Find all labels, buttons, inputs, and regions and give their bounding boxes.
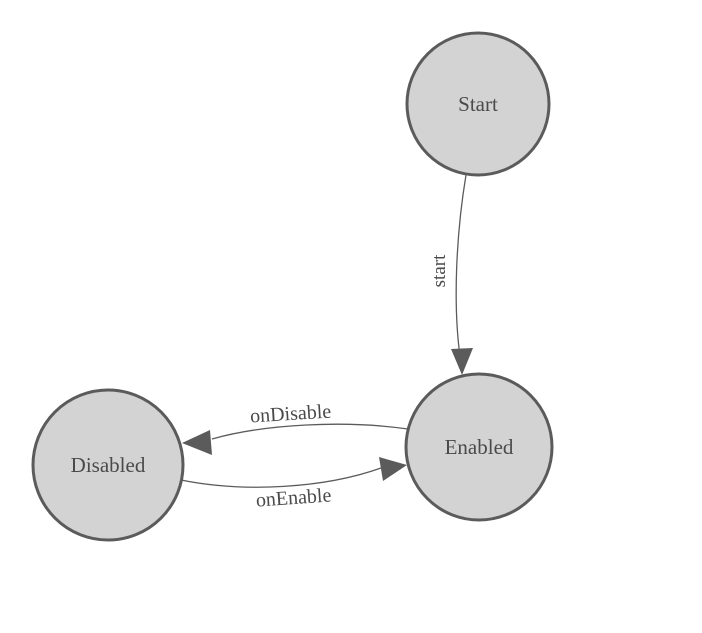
edge-label-start: start xyxy=(429,254,450,287)
disabled-node-label: Disabled xyxy=(71,453,146,477)
start-node-label: Start xyxy=(458,92,498,116)
edge-start-to-enabled-line xyxy=(455,174,467,357)
state-node-disabled: Disabled xyxy=(31,388,185,542)
start-node-circle xyxy=(405,31,551,177)
edge-disabled-to-enabled-line xyxy=(180,467,382,488)
edge-disabled-to-enabled: onEnable xyxy=(180,457,407,512)
enabled-node-label: Enabled xyxy=(445,435,514,459)
arrowhead-into-enabled-left xyxy=(379,457,407,481)
state-node-enabled: Enabled xyxy=(404,372,554,522)
arrowhead-into-enabled-top xyxy=(451,348,473,375)
state-node-start: Start xyxy=(405,31,551,177)
disabled-node-circle xyxy=(31,388,185,542)
enabled-node-circle xyxy=(404,372,554,522)
edge-start-to-enabled: start xyxy=(429,174,473,375)
edge-enabled-to-disabled-line xyxy=(211,423,409,440)
edge-label-ondisable: onDisable xyxy=(249,401,331,428)
arrowhead-into-disabled xyxy=(182,430,212,455)
edge-label-onenable: onEnable xyxy=(255,484,332,511)
edge-enabled-to-disabled: onDisable xyxy=(182,401,409,455)
